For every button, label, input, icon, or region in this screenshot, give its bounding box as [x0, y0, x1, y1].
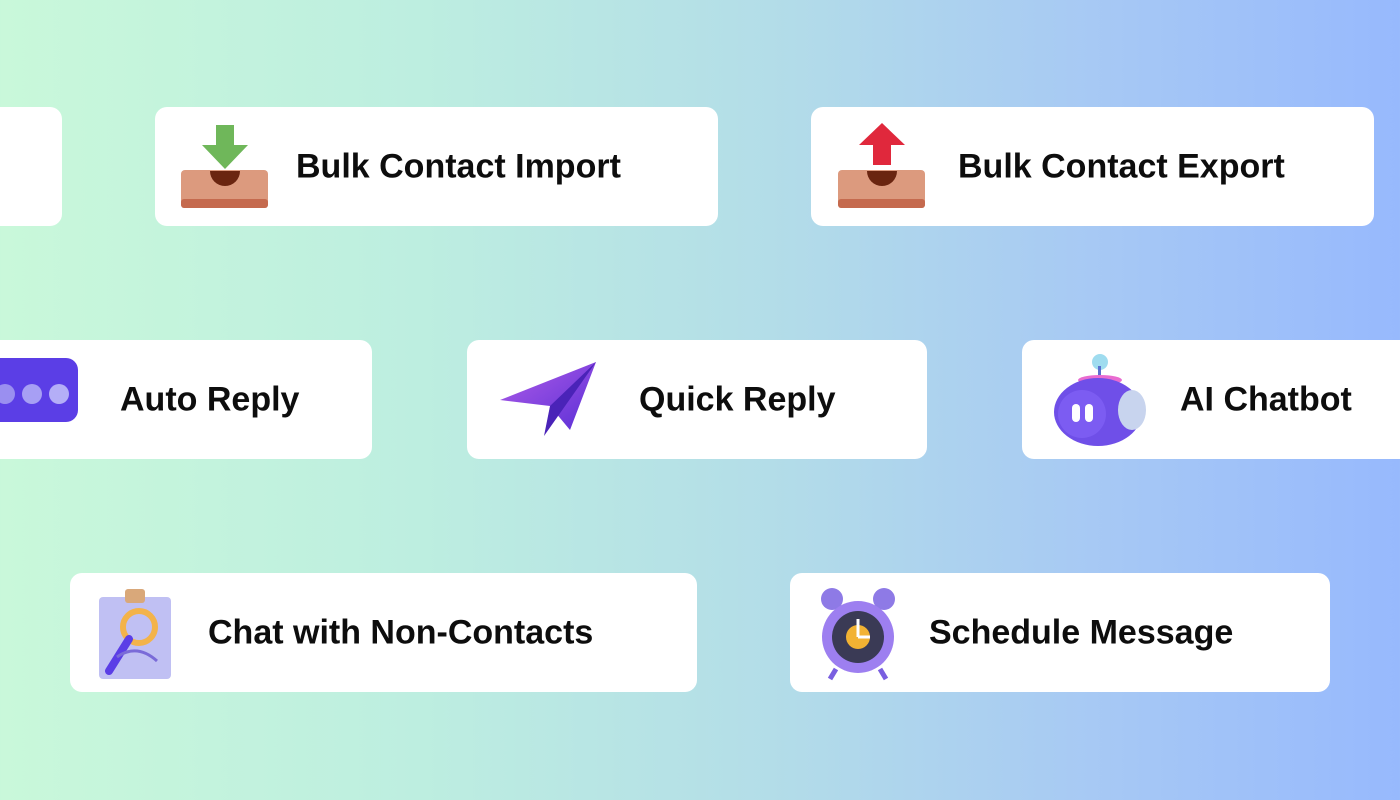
feature-card-chat-with-non-contacts[interactable]: Chat with Non-Contacts	[70, 573, 697, 692]
feature-card-schedule-message[interactable]: Schedule Message	[790, 573, 1330, 692]
feature-label: Chat with Non-Contacts	[208, 613, 594, 651]
feature-label: Schedule Message	[929, 613, 1234, 651]
paper-plane-icon	[500, 362, 596, 436]
robot-icon	[1054, 354, 1146, 446]
feature-card-auto-reply[interactable]: Auto Reply	[0, 340, 372, 459]
clipboard-search-icon	[99, 589, 171, 679]
feature-label: Quick Reply	[639, 380, 836, 418]
feature-label: Auto Reply	[120, 380, 300, 418]
download-tray-icon	[181, 125, 268, 208]
feature-label: Bulk Contact Import	[296, 147, 621, 185]
feature-label: AI Chatbot	[1180, 380, 1352, 418]
feature-label: Bulk Contact Export	[958, 147, 1285, 185]
feature-card-ai-chatbot[interactable]: AI Chatbot	[1022, 340, 1400, 459]
feature-card-quick-reply[interactable]: Quick Reply	[467, 340, 927, 459]
alarm-clock-icon	[821, 588, 895, 681]
feature-card-partial[interactable]	[0, 107, 62, 226]
feature-card-bulk-contact-export[interactable]: Bulk Contact Export	[811, 107, 1374, 226]
feature-card-bulk-contact-import[interactable]: Bulk Contact Import	[155, 107, 718, 226]
upload-tray-icon	[838, 123, 925, 208]
chat-bubble-dots-icon	[0, 358, 78, 422]
